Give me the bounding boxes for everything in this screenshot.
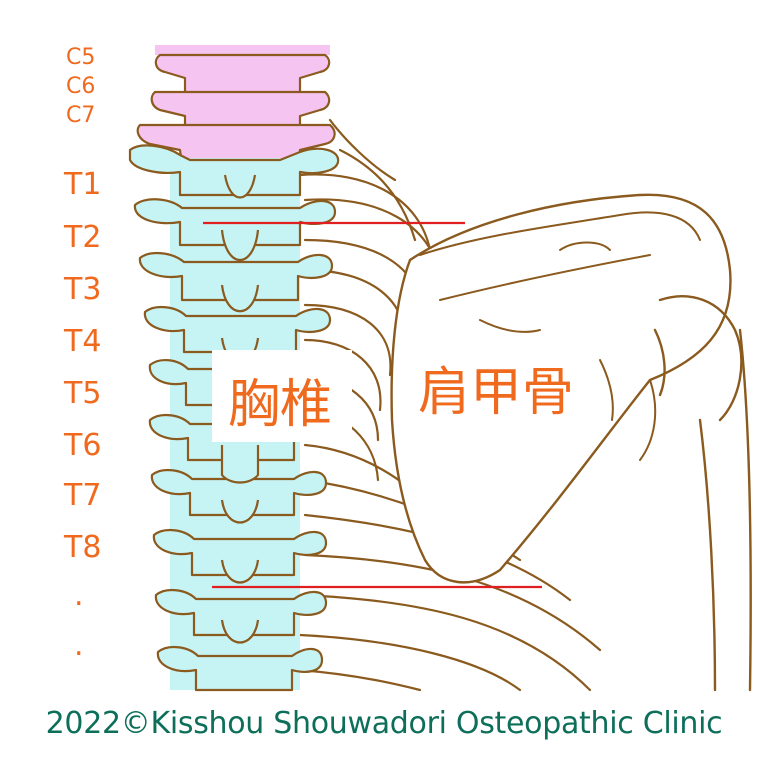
label-continuation-2: . [74,628,84,663]
scapula-label: 肩甲骨 [418,363,575,423]
neck-trapezius [328,118,417,242]
copyright-text: 2022©Kisshou Shouwadori Osteopathic Clin… [45,706,723,741]
label-t6: T6 [64,428,102,463]
label-t5: T5 [64,376,102,411]
label-continuation-1: . [74,578,84,613]
label-t1: T1 [64,167,102,202]
label-c7: C7 [66,103,96,128]
scapula-spine [419,211,701,461]
label-t7: T7 [64,478,102,513]
thoracic-label-backing [212,350,352,442]
label-t4: T4 [64,324,102,359]
label-c6: C6 [66,74,96,99]
thoracic-spine-label: 胸椎 [228,375,333,435]
label-c5: C5 [66,45,96,70]
label-t8: T8 [64,530,102,565]
label-t2: T2 [64,220,102,255]
marker-lines [203,221,542,589]
label-t3: T3 [64,272,102,307]
upper-arm [653,295,752,692]
